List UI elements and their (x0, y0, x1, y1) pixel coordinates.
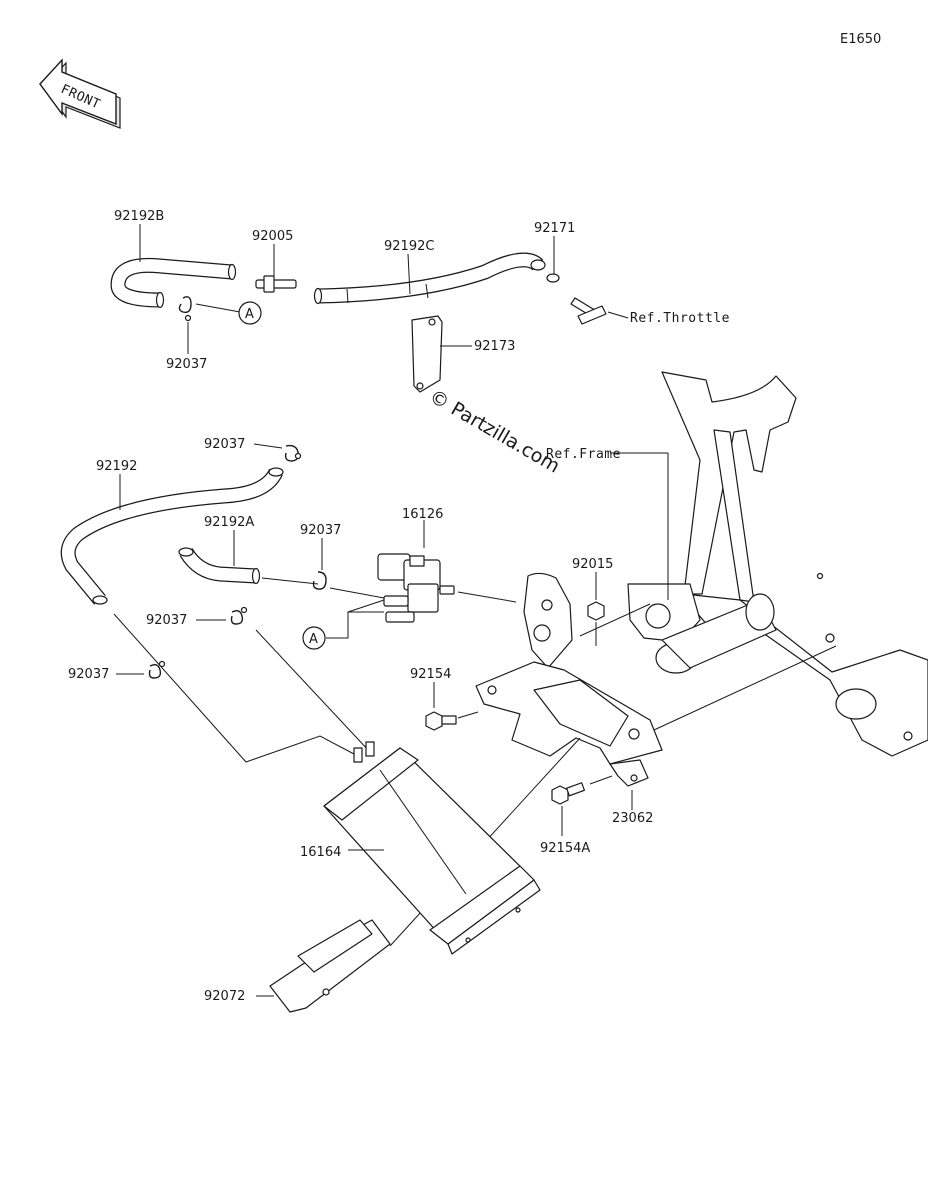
band-92173[interactable] (411, 315, 443, 393)
label-92037-d[interactable]: 92037 (68, 667, 109, 682)
label-92192[interactable]: 92192 (96, 459, 137, 474)
nut-92015[interactable] (587, 601, 605, 621)
label-92037-a[interactable]: 92037 (204, 437, 245, 452)
label-92037-c[interactable]: 92037 (146, 613, 187, 628)
label-92037-top[interactable]: 92037 (166, 357, 207, 372)
bracket-23062[interactable] (475, 572, 663, 787)
ref-frame-label: Ref.Frame (546, 447, 621, 462)
label-92173[interactable]: 92173 (474, 339, 515, 354)
joint-throttle-t (570, 297, 607, 325)
front-arrow-icon: FRONT (39, 58, 121, 129)
callout-a-top (238, 301, 262, 325)
label-92154A[interactable]: 92154A (540, 841, 590, 856)
hose-92192B[interactable] (110, 257, 237, 309)
callout-a-mid-label: A (309, 632, 318, 647)
canister-16164[interactable] (323, 741, 541, 955)
clamp-92037-c[interactable] (230, 606, 248, 625)
hose-92192C[interactable] (313, 252, 546, 305)
label-92171[interactable]: 92171 (534, 221, 575, 236)
bolt-92154[interactable] (425, 711, 457, 731)
callout-a-top-label: A (245, 307, 254, 322)
clamp-92171[interactable] (546, 273, 560, 283)
label-92192B[interactable]: 92192B (114, 209, 164, 224)
label-16164[interactable]: 16164 (300, 845, 341, 860)
label-92037-b[interactable]: 92037 (300, 523, 341, 538)
callout-a-mid (302, 626, 326, 650)
joint-92005[interactable] (255, 275, 297, 293)
ref-throttle-label: Ref.Throttle (630, 311, 730, 326)
clamp-92037-d[interactable] (148, 660, 166, 679)
label-16126[interactable]: 16126 (402, 507, 443, 522)
label-23062[interactable]: 23062 (612, 811, 653, 826)
watermark: © Partzilla.com (426, 385, 564, 477)
clamp-92037-b[interactable] (312, 571, 327, 590)
label-92192C[interactable]: 92192C (384, 239, 434, 254)
bolt-92154A[interactable] (551, 782, 586, 805)
strap-92072[interactable] (269, 919, 391, 1013)
valve-16126[interactable] (377, 553, 455, 623)
hose-92192[interactable] (60, 467, 284, 605)
diagram-code: E1650 (840, 32, 881, 47)
hose-92192A[interactable] (178, 547, 261, 585)
clamp-92037-a[interactable] (284, 444, 302, 462)
frame-ref (627, 371, 928, 757)
label-92072[interactable]: 92072 (204, 989, 245, 1004)
label-92154[interactable]: 92154 (410, 667, 451, 682)
label-92005[interactable]: 92005 (252, 229, 293, 244)
label-92015[interactable]: 92015 (572, 557, 613, 572)
label-92192A[interactable]: 92192A (204, 515, 254, 530)
clamp-92037-top[interactable] (178, 296, 192, 322)
